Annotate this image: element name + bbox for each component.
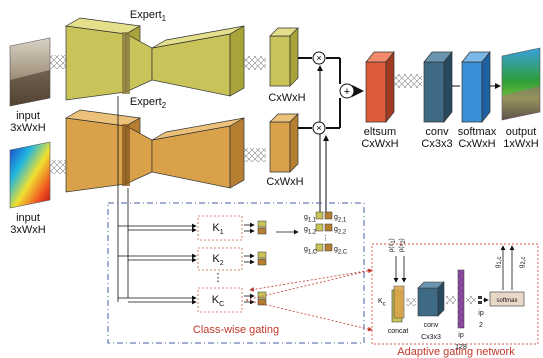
feature-2-dim-label: CxWxH [266, 176, 304, 188]
expert2-to-feature-connector [244, 148, 266, 162]
svg-text:×: × [316, 123, 321, 133]
ag-ip2-block [478, 296, 482, 304]
input-image-rgb [9, 37, 51, 107]
ag-g1-label: g1,c [495, 256, 504, 268]
ag-concat-to-conv-connector [406, 298, 416, 306]
input-image-depth [9, 141, 51, 209]
eltsum-block [365, 51, 395, 123]
class-wise-gating-box [107, 202, 365, 344]
k2-block [197, 247, 267, 271]
ag-g2-label: g2,c [519, 256, 528, 268]
feature-1-dim-label: CxWxH [268, 92, 306, 104]
multiply-node-2: × [312, 121, 326, 135]
ag-kc-label: Kc [378, 298, 386, 308]
adaptive-gating-network-box [371, 243, 539, 345]
ag-ip-to-ip2-connector [466, 296, 476, 304]
k-vdots: ⋮ [212, 272, 224, 284]
fusion-lines [298, 57, 364, 212]
ag-ip128-block [457, 269, 465, 329]
ag-softmax-label: softmax [496, 298, 518, 304]
output-segmentation-image [501, 47, 541, 121]
conv-block [423, 51, 453, 123]
ag-conv-to-ip-connector [446, 296, 456, 304]
k2-label: K2 [212, 253, 224, 268]
ag-conv-block [417, 281, 445, 317]
kc-label: KC [211, 294, 225, 309]
input-connectors [50, 55, 66, 174]
ag-concat-label: concat [387, 328, 409, 335]
gating-branch-lines [117, 96, 197, 305]
feature-block-1 [269, 27, 299, 87]
kc-block [197, 287, 267, 313]
g-row-1-right: g2,1 [334, 214, 347, 224]
g-row-2-left: g1,2 [304, 226, 317, 236]
expert-1-network [64, 17, 245, 101]
ag-p2-label: p(x2) [399, 238, 408, 252]
g-row-c-right: g2,C [334, 246, 348, 256]
expert-1-label: Expert1 [129, 9, 167, 24]
eltsum-to-conv-connector [394, 74, 422, 88]
gate-values-stack [315, 211, 333, 252]
feature-block-2 [269, 113, 299, 173]
k1-label: K1 [212, 222, 224, 237]
g-row-1-left: g1,1 [304, 214, 317, 224]
expert-2-network [64, 109, 245, 193]
k1-block [197, 215, 267, 241]
adaptive-gating-network-title: Adaptive gating network [397, 346, 515, 358]
svg-text:+: + [344, 86, 350, 98]
expert-2-label: Expert2 [129, 96, 167, 111]
adaptive-gating-links [245, 268, 373, 332]
g-row-c-left: g1,C [304, 246, 318, 256]
softmax-block [461, 51, 491, 123]
g-vdots: ⋮ [322, 235, 329, 242]
multiply-node-1: × [312, 51, 326, 65]
svg-text:×: × [316, 53, 321, 63]
sum-node: + [339, 83, 355, 99]
class-wise-gating-title: Class-wise gating [192, 324, 280, 336]
ag-input-arrows [393, 256, 407, 283]
ag-output-arrows [500, 245, 515, 290]
expert1-to-feature-connector [244, 56, 266, 70]
ag-concat-block [391, 285, 405, 323]
g-row-2-right: g2,2 [334, 226, 347, 236]
ag-softmax-block [489, 291, 525, 307]
